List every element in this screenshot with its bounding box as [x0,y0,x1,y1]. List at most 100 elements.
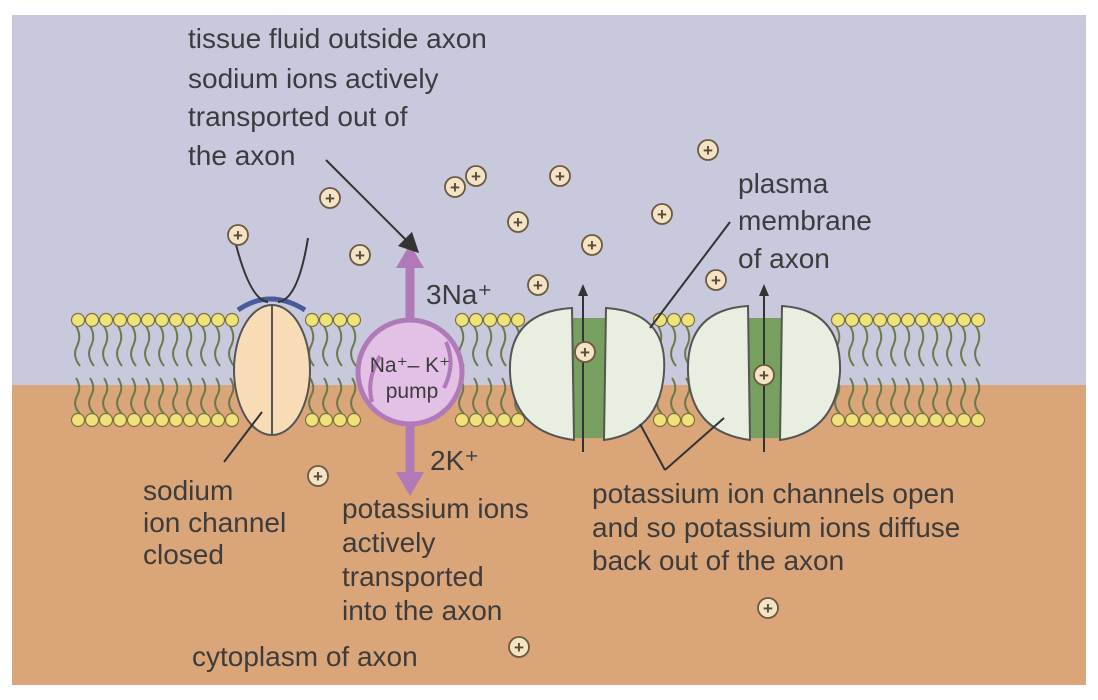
positive-ion: + [697,139,719,161]
phospholipid-tail [684,325,691,367]
positive-ion: + [581,234,603,256]
phospholipid-head [914,312,930,328]
phospholipid-head [84,312,100,328]
ion-sign: + [513,213,523,232]
phospholipid-tail [158,377,165,415]
phospholipid-tail [186,377,193,415]
phospholipid-tail [102,377,109,415]
phospholipid-head [510,412,526,428]
phospholipid-tail [946,377,953,415]
phospholipid-head [318,312,334,328]
phospholipid-head [454,412,470,428]
phospholipid-head [680,412,696,428]
ion-sign: + [233,226,243,245]
phospholipid-tail [322,377,329,415]
ion-sign: + [587,236,597,255]
ion-sign: + [763,599,773,618]
phospholipid-tail [974,325,981,367]
phospholipid-head [70,412,86,428]
phospholipid-head [126,312,142,328]
phospholipid-head [858,312,874,328]
ion-sign: + [313,467,323,486]
ion-sign: + [355,246,365,265]
phospholipid-bilayer [70,312,986,428]
phospholipid-head [112,412,128,428]
phospholipid-tail [350,325,357,367]
phospholipid-head [70,312,86,328]
positive-ion: + [444,176,466,198]
phospholipid-head [956,312,972,328]
phospholipid-tail [960,325,967,367]
phospholipid-head [140,312,156,328]
phospholipid-head [844,412,860,428]
pump-label-line2: pump [386,380,439,403]
label-sodium-out-2: transported out of [188,101,408,132]
phospholipid-head [942,412,958,428]
phospholipid-head [900,312,916,328]
phospholipid-head [210,312,226,328]
phospholipid-tail [116,325,123,367]
phospholipid-tail [918,325,925,367]
phospholipid-head [332,412,348,428]
label-sodium-channel-3: closed [143,539,224,570]
phospholipid-tail [336,325,343,367]
positive-ion: + [753,364,775,386]
phospholipid-tail [890,325,897,367]
phospholipid-head [98,412,114,428]
phospholipid-tail [960,377,967,415]
positive-ion: + [227,224,249,246]
potassium-ion-channel-2 [686,284,842,452]
positive-ion: + [307,465,329,487]
ion-sign: + [657,205,667,224]
phospholipid-head [928,412,944,428]
phospholipid-head [666,412,682,428]
phospholipid-tail [88,325,95,367]
phospholipid-tail [862,377,869,415]
phospholipid-tail [670,377,677,415]
positive-ion: + [705,269,727,291]
label-plasma-membrane-1: plasma [738,168,829,199]
phospholipid-head [346,412,362,428]
ion-sign: + [703,141,713,160]
phospholipid-tail [904,325,911,367]
label-potassium-in-1: potassium ions [342,493,529,524]
phospholipid-tail [200,377,207,415]
phospholipid-head [224,312,240,328]
positive-ion: + [549,165,571,187]
phospholipid-head [182,412,198,428]
phospholipid-head [210,412,226,428]
phospholipid-head [168,412,184,428]
label-cytoplasm: cytoplasm of axon [192,641,418,672]
sodium-potassium-pump: Na⁺– K⁺ pump [355,244,465,496]
phospholipid-tail [130,325,137,367]
phospholipid-head [454,312,470,328]
phospholipid-tail [144,377,151,415]
phospholipid-tail [848,377,855,415]
phospholipid-tail [500,377,507,415]
positive-ion: + [508,636,530,658]
phospholipid-tail [500,325,507,367]
phospholipid-tail [88,377,95,415]
phospholipid-tail [486,325,493,367]
phospholipid-head [98,312,114,328]
leader-lines [223,159,731,471]
phospholipid-tail [932,325,939,367]
phospholipid-head [168,312,184,328]
phospholipid-head [468,312,484,328]
phospholipid-tail [876,325,883,367]
phospholipid-head [830,412,846,428]
label-plasma-membrane-3: of axon [738,243,830,274]
phospholipid-head [970,312,986,328]
phospholipid-tail [918,377,925,415]
phospholipid-head [830,312,846,328]
phospholipid-tail [116,377,123,415]
phospholipid-head [304,412,320,428]
phospholipid-head [112,312,128,328]
positive-ion: + [651,203,673,225]
phospholipid-tail [472,325,479,367]
phospholipid-head [346,312,362,328]
phospholipid-head [196,312,212,328]
phospholipid-head [182,312,198,328]
label-potassium-channels-3: back out of the axon [592,545,844,576]
phospholipid-head [224,412,240,428]
